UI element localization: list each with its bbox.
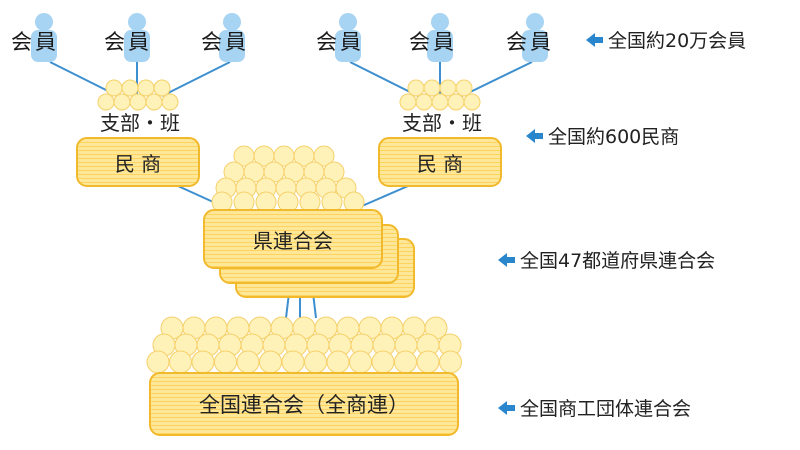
connector-line [361,185,409,207]
crowd-dot [281,350,305,374]
person-body [522,30,548,62]
person-head [431,13,449,31]
crowd-cluster-right [399,79,481,111]
crowd-cluster-prefecture [211,145,365,213]
crowd-cluster-left [97,79,179,111]
person-head [339,13,357,31]
person-icon [124,13,150,62]
person-icon [335,13,361,62]
connector-line [349,61,419,97]
person-body [427,30,453,62]
side-label-members: 全国約20万会員 [584,26,746,53]
person-head [526,13,544,31]
side-label-prefecture-text: 全国47都道府県連合会 [520,250,716,272]
person-body [124,30,150,62]
side-label-members-text: 全国約20万会員 [608,30,747,52]
prefecture-box: 県連合会 [203,209,383,269]
crowd-dot [191,350,215,374]
crowd-dot [407,79,425,97]
crowd-dot [214,350,237,374]
person-body [219,30,245,62]
member-label-5: 会員 [409,30,457,54]
crowd-dot [146,350,170,374]
crowd-dot [371,350,395,374]
member-label-2: 会員 [104,30,152,54]
crowd-dot [394,350,417,374]
side-label-national-text: 全国商工団体連合会 [520,398,692,420]
crowd-dot [304,350,327,374]
crowd-dot [416,350,440,374]
person-icon [219,13,245,62]
member-label-4: 会員 [316,30,364,54]
side-label-national: 全国商工団体連合会 [496,394,691,421]
arrow-left-icon [526,128,543,143]
person-body [335,30,361,62]
arrow-left-icon [498,400,515,415]
crowd-dot [153,79,171,97]
arrow-left-icon [586,32,603,47]
side-label-minsho-text: 全国約600民商 [548,126,680,148]
national-box: 全国連合会（全商連） [149,372,459,436]
person-head [223,13,241,31]
arrow-left-icon [498,252,515,267]
crowd-dot [463,93,481,111]
person-icon [427,13,453,62]
crowd-dot [423,79,441,97]
minsho-box-left: 民 商 [76,137,200,187]
crowd-dot [161,93,179,111]
minsho-box-right: 民 商 [378,137,502,187]
person-icon [522,13,548,62]
crowd-dot [236,350,260,374]
person-head [128,13,146,31]
crowd-dot [259,350,282,374]
connector-line [161,61,231,97]
member-label-6: 会員 [506,30,554,54]
member-label-3: 会員 [201,30,249,54]
crowd-dot [121,79,139,97]
member-label-1: 会員 [11,30,59,54]
connector-line [461,61,533,97]
crowd-dot [439,350,462,374]
side-label-prefecture: 全国47都道府県連合会 [496,246,715,273]
crowd-dot [137,79,155,97]
crowd-dot [105,79,123,97]
person-icon [31,13,57,62]
person-head [35,13,53,31]
crowd-dot [455,79,473,97]
person-body [31,30,57,62]
member-figures [31,13,548,62]
crowd-dot [169,350,192,374]
crowd-cluster-national [146,316,462,374]
crowd-dot [439,79,457,97]
branch-label-left: 支部・班 [100,110,180,135]
crowd-dot [313,145,335,167]
crowd-dot [349,350,372,374]
side-label-minsho: 全国約600民商 [524,122,679,149]
branch-label-right: 支部・班 [402,110,482,135]
crowd-dot [326,350,350,374]
